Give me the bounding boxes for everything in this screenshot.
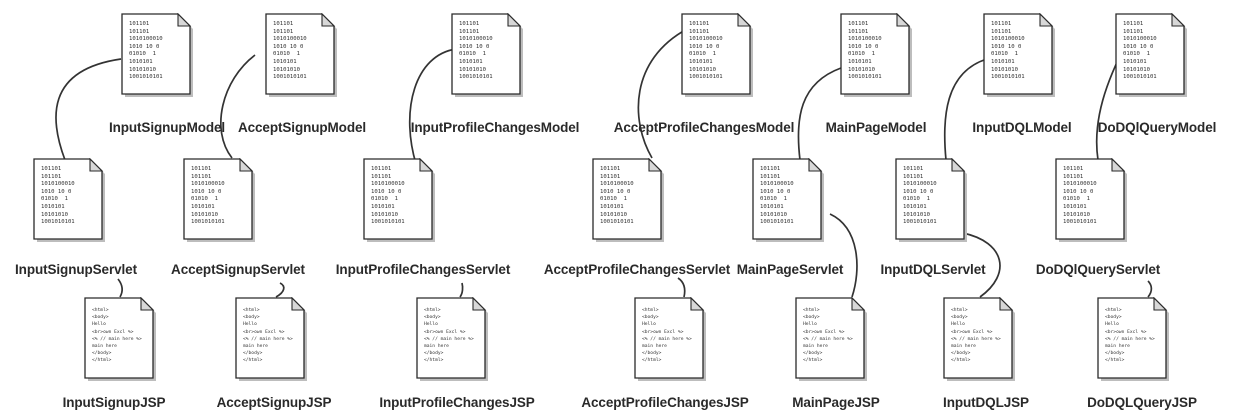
connector-inputdql-model-servlet <box>943 58 988 161</box>
jsp-document-icon: <html> <body> Hello <br>own Excl %> <% /… <box>1097 297 1173 383</box>
connector-mainpage-model-servlet <box>797 67 842 161</box>
model-label: AcceptSignupModel <box>237 120 367 135</box>
jsp-label: AcceptSignupJSP <box>216 395 332 410</box>
document-content: 101101 101101 1010100010 1010 10 0 01010… <box>848 21 882 81</box>
document-content: <html> <body> Hello <br>own Excl %> <% /… <box>803 308 853 364</box>
model-label: InputSignupModel <box>108 120 226 135</box>
connector-inputprofile-model-servlet <box>408 48 457 165</box>
servlet-document-icon: 101101 101101 1010100010 1010 10 0 01010… <box>592 158 668 244</box>
document-content: <html> <body> Hello <br>own Excl %> <% /… <box>642 308 692 364</box>
document-content: <html> <body> Hello <br>own Excl %> <% /… <box>951 308 1001 364</box>
connector-inputsignup-servlet-jsp <box>117 278 124 298</box>
jsp-document-icon: <html> <body> Hello <br>own Excl %> <% /… <box>84 297 160 383</box>
connector-acceptsignup-model-servlet <box>220 54 256 159</box>
servlet-label: InputDQLServlet <box>880 262 986 277</box>
document-content: 101101 101101 1010100010 1010 10 0 01010… <box>459 21 493 81</box>
model-label: InputProfileChangesModel <box>410 120 580 135</box>
document-content: <html> <body> Hello <br>own Excl %> <% /… <box>424 308 474 364</box>
document-content: 101101 101101 1010100010 1010 10 0 01010… <box>129 21 163 81</box>
model-label: InputDQLModel <box>972 120 1072 135</box>
connector-inputdql-servlet-jsp <box>962 232 1001 298</box>
model-document-icon: 101101 101101 1010100010 1010 10 0 01010… <box>451 13 527 99</box>
document-content: 101101 101101 1010100010 1010 10 0 01010… <box>600 166 634 226</box>
document-content: 101101 101101 1010100010 1010 10 0 01010… <box>903 166 937 226</box>
model-label: DoDQlQueryModel <box>1097 120 1217 135</box>
jsp-document-icon: <html> <body> Hello <br>own Excl %> <% /… <box>235 297 311 383</box>
connector-mainpage-servlet-jsp <box>829 213 858 298</box>
jsp-label: DoDQLQueryJSP <box>1087 395 1197 410</box>
model-document-icon: 101101 101101 1010100010 1010 10 0 01010… <box>840 13 916 99</box>
servlet-document-icon: 101101 101101 1010100010 1010 10 0 01010… <box>752 158 828 244</box>
jsp-label: MainPageJSP <box>792 395 880 410</box>
document-content: 101101 101101 1010100010 1010 10 0 01010… <box>689 21 723 81</box>
model-label: MainPageModel <box>825 120 927 135</box>
jsp-label: InputSignupJSP <box>62 395 166 410</box>
model-document-icon: 101101 101101 1010100010 1010 10 0 01010… <box>681 13 757 99</box>
document-content: 101101 101101 1010100010 1010 10 0 01010… <box>991 21 1025 81</box>
jsp-label: InputProfileChangesJSP <box>379 395 535 410</box>
document-content: <html> <body> Hello <br>own Excl %> <% /… <box>243 308 293 364</box>
connector-dodql-servlet-jsp <box>1147 280 1153 298</box>
connector-acceptprofile-servlet-jsp <box>677 277 686 298</box>
servlet-label: AcceptSignupServlet <box>171 262 305 277</box>
jsp-document-icon: <html> <body> Hello <br>own Excl %> <% /… <box>943 297 1019 383</box>
jsp-label: InputDQLJSP <box>943 395 1029 410</box>
document-content: 101101 101101 1010100010 1010 10 0 01010… <box>273 21 307 81</box>
connector-acceptprofile-model-servlet <box>637 28 688 159</box>
jsp-document-icon: <html> <body> Hello <br>own Excl %> <% /… <box>416 297 492 383</box>
servlet-document-icon: 101101 101101 1010100010 1010 10 0 01010… <box>183 158 259 244</box>
model-document-icon: 101101 101101 1010100010 1010 10 0 01010… <box>265 13 341 99</box>
jsp-document-icon: <html> <body> Hello <br>own Excl %> <% /… <box>634 297 710 383</box>
servlet-label: DoDQlQueryServlet <box>1035 262 1161 277</box>
model-label: AcceptProfileChangesModel <box>613 120 795 135</box>
document-content: 101101 101101 1010100010 1010 10 0 01010… <box>1063 166 1097 226</box>
document-content: 101101 101101 1010100010 1010 10 0 01010… <box>760 166 794 226</box>
servlet-document-icon: 101101 101101 1010100010 1010 10 0 01010… <box>33 158 109 244</box>
servlet-document-icon: 101101 101101 1010100010 1010 10 0 01010… <box>363 158 439 244</box>
model-document-icon: 101101 101101 1010100010 1010 10 0 01010… <box>121 13 197 99</box>
document-content: 101101 101101 1010100010 1010 10 0 01010… <box>191 166 225 226</box>
model-document-icon: 101101 101101 1010100010 1010 10 0 01010… <box>983 13 1059 99</box>
servlet-document-icon: 101101 101101 1010100010 1010 10 0 01010… <box>1055 158 1131 244</box>
servlet-label: InputSignupServlet <box>15 262 137 277</box>
jsp-label: AcceptProfileChangesJSP <box>581 395 749 410</box>
document-content: <html> <body> Hello <br>own Excl %> <% /… <box>1105 308 1155 364</box>
servlet-label: AcceptProfileChangesServlet <box>543 262 731 277</box>
connector-acceptsignup-servlet-jsp <box>275 282 285 298</box>
document-content: 101101 101101 1010100010 1010 10 0 01010… <box>371 166 405 226</box>
servlet-document-icon: 101101 101101 1010100010 1010 10 0 01010… <box>895 158 971 244</box>
servlet-label: InputProfileChangesServlet <box>335 262 511 277</box>
document-content: 101101 101101 1010100010 1010 10 0 01010… <box>41 166 75 226</box>
jsp-document-icon: <html> <body> Hello <br>own Excl %> <% /… <box>795 297 871 383</box>
document-content: <html> <body> Hello <br>own Excl %> <% /… <box>92 308 142 364</box>
document-content: 101101 101101 1010100010 1010 10 0 01010… <box>1123 21 1157 81</box>
model-document-icon: 101101 101101 1010100010 1010 10 0 01010… <box>1115 13 1191 99</box>
connector-inputsignup-model-servlet <box>55 58 122 161</box>
connector-inputprofile-servlet-jsp <box>459 282 464 298</box>
servlet-label: MainPageServlet <box>736 262 844 277</box>
